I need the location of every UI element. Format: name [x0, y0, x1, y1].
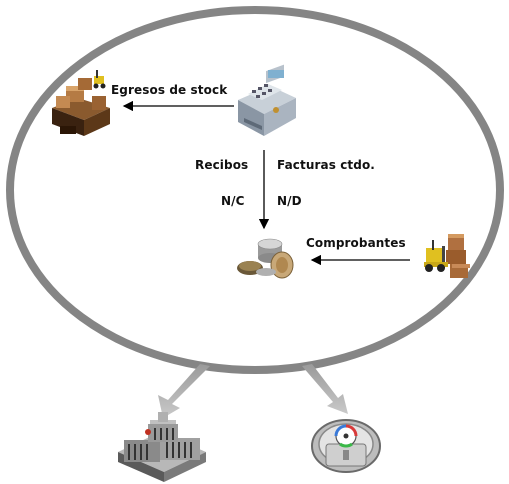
label-recibos: Recibos	[195, 158, 249, 172]
connector-left	[158, 364, 210, 418]
cash-register-icon	[238, 64, 296, 136]
label-nd: N/D	[277, 194, 302, 208]
bank-building-icon	[118, 412, 206, 482]
label-nc: N/C	[221, 194, 245, 208]
coins-icon	[237, 238, 294, 279]
forklift-icon	[424, 234, 470, 278]
label-egresos-de-stock: Egresos de stock	[111, 83, 228, 97]
safe-icon	[311, 419, 381, 473]
label-comprobantes: Comprobantes	[306, 236, 406, 250]
label-facturas-ctdo: Facturas ctdo.	[277, 158, 375, 172]
connector-right	[302, 364, 348, 414]
boxes-forklift-icon	[52, 70, 110, 136]
cycle-ellipse	[6, 6, 504, 374]
